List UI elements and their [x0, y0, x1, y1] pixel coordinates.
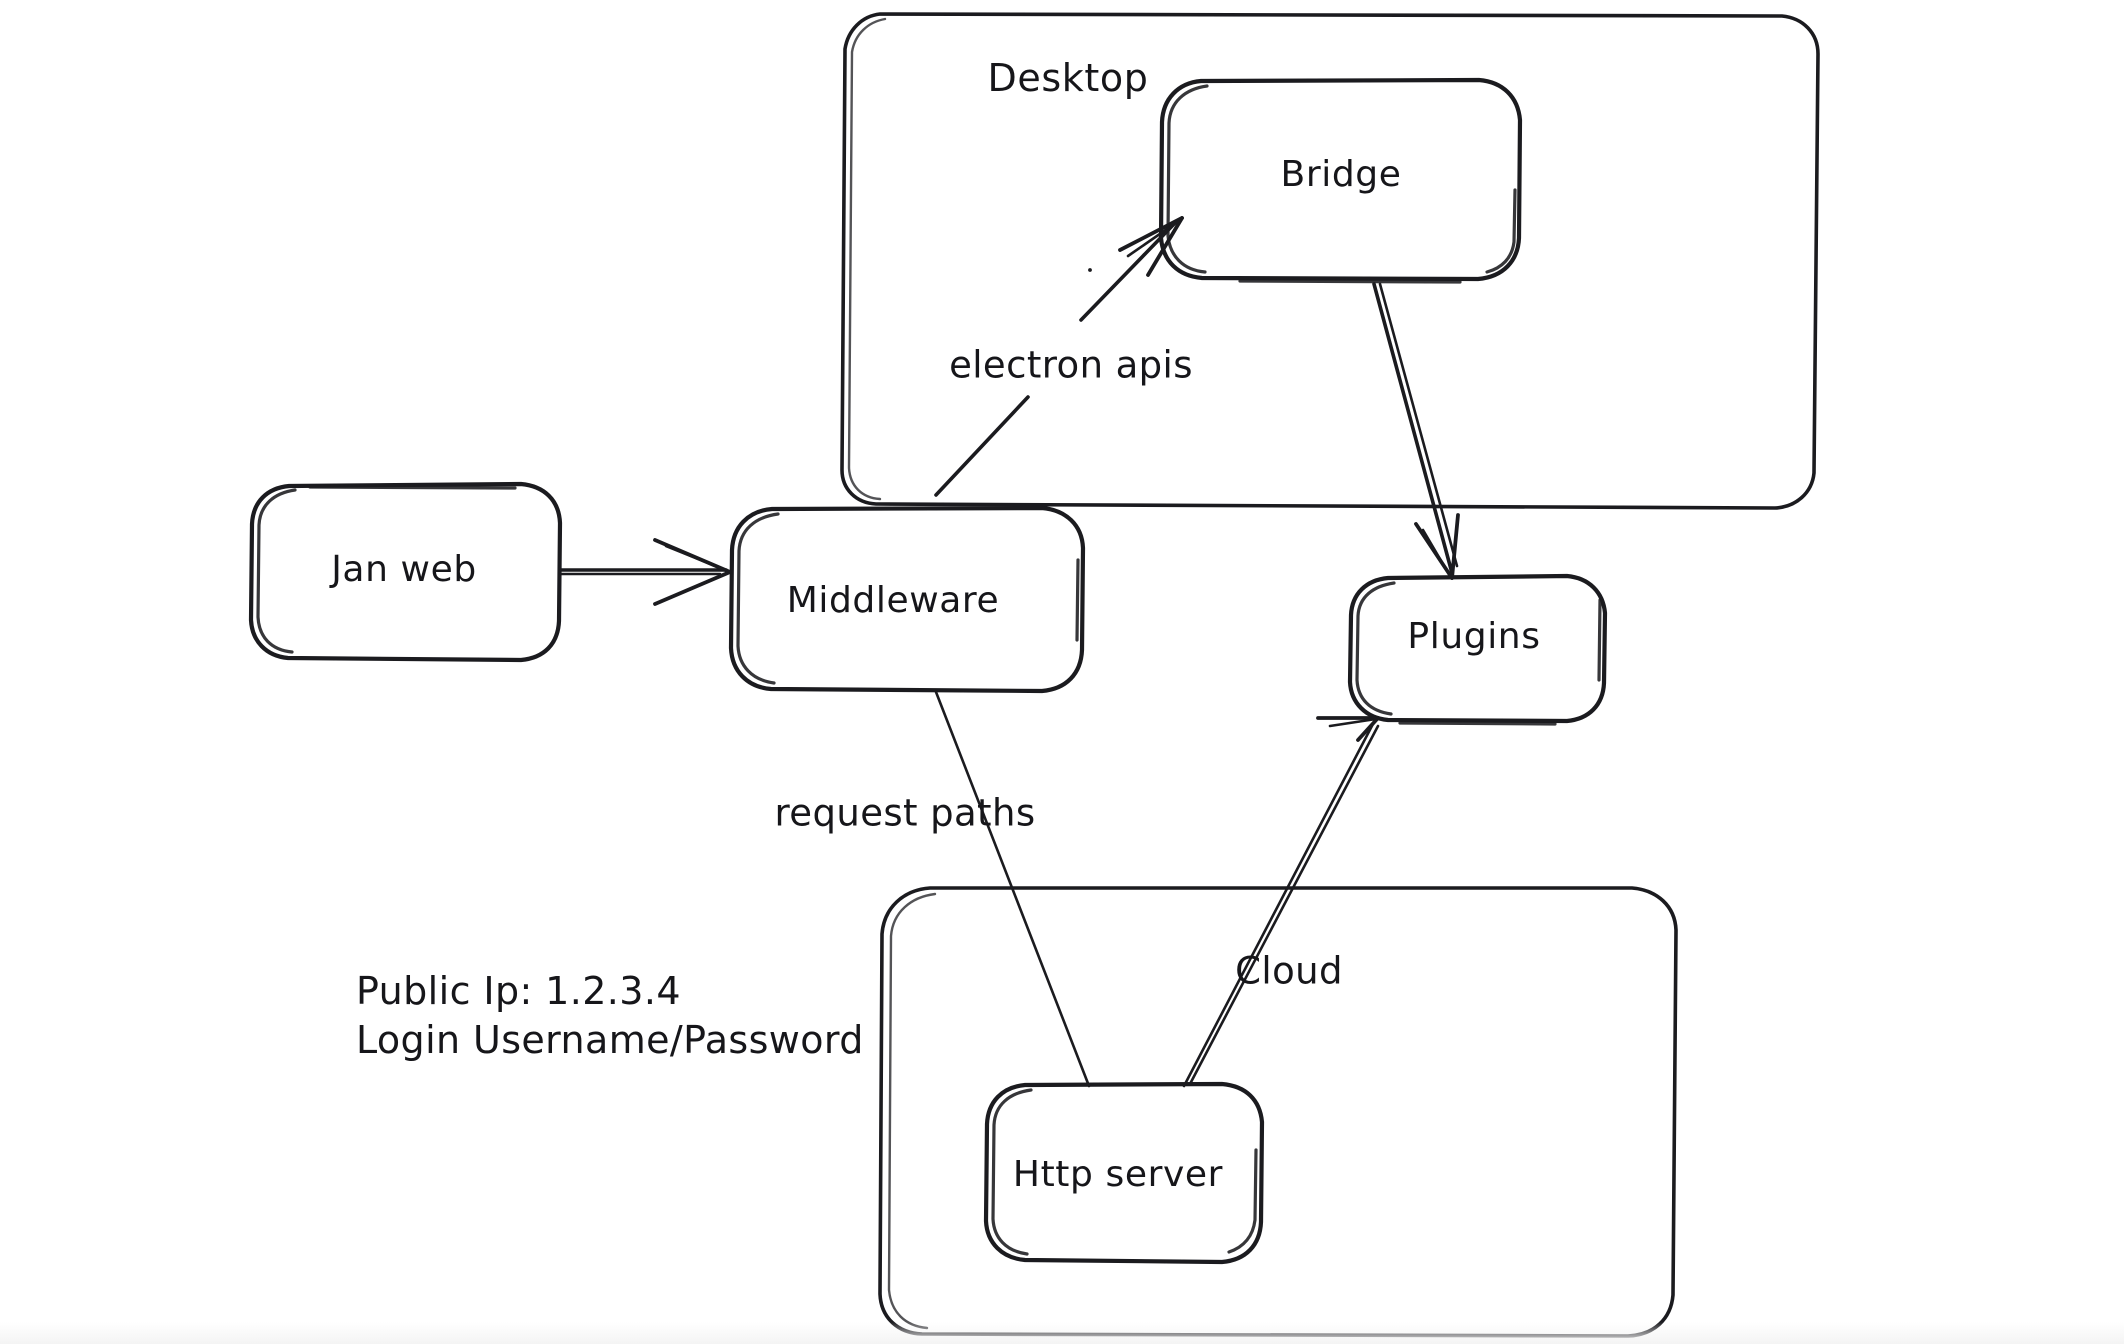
node-bridge-shape — [1158, 77, 1523, 284]
public-ip-note: Public Ip: 1.2.3.4 Login Username/Passwo… — [356, 967, 864, 1064]
node-plugins-shape — [1347, 573, 1608, 726]
container-label-desktop: Desktop — [987, 56, 1149, 101]
edge-label-cloud: Cloud — [1235, 949, 1343, 993]
node-label-jan-web: Jan web — [331, 549, 477, 591]
public-ip-note-line-2: Login Username/Password — [356, 1017, 864, 1062]
edge-label-request-paths: request paths — [774, 791, 1036, 835]
edge-middleware-to-http-server-line — [934, 690, 1091, 1088]
container-desktop-shape — [840, 12, 1820, 510]
node-label-bridge: Bridge — [1280, 154, 1402, 196]
edge-middleware-to-bridge-line — [934, 216, 1184, 497]
node-middleware-shape — [728, 505, 1086, 694]
edge-label-electron-apis: electron apis — [949, 343, 1193, 387]
node-label-http-server: Http server — [1012, 1154, 1224, 1196]
bottom-edge-fade — [0, 1322, 2124, 1344]
edge-jan-web-to-middleware-line — [559, 268, 1092, 606]
edge-http-server-to-plugins-line — [1182, 716, 1380, 1088]
node-label-middleware: Middleware — [786, 580, 1000, 622]
public-ip-note-line-1: Public Ip: 1.2.3.4 — [356, 969, 681, 1013]
node-label-plugins: Plugins — [1407, 616, 1541, 658]
edge-bridge-to-plugins-line — [1372, 282, 1460, 580]
node-http-server-shape — [983, 1081, 1265, 1265]
node-jan-web-shape — [248, 481, 563, 663]
